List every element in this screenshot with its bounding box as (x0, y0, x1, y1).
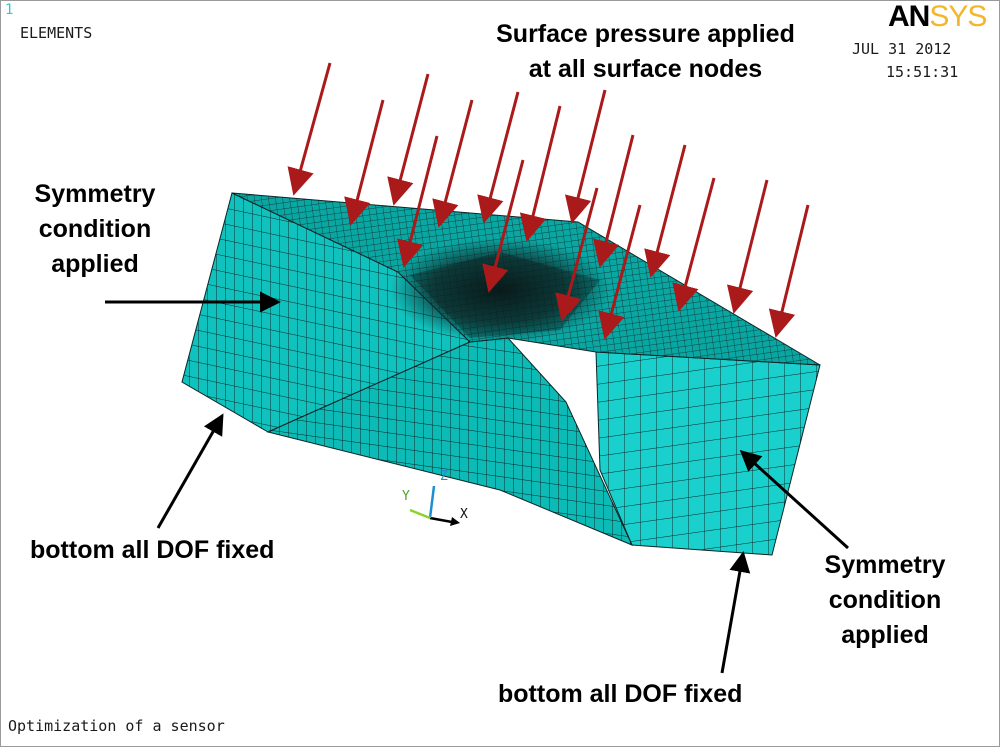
window-number: 1 (5, 2, 14, 18)
annotation-arrows (105, 291, 850, 674)
symmetry-left-annotation: Symmetry condition applied (34, 180, 156, 278)
pressure-arrow (397, 135, 439, 268)
plot-type-label: ELEMENTS (20, 24, 93, 42)
triad-x-label: X (460, 507, 468, 522)
pressure-arrow (477, 91, 520, 224)
bottom-left-arrow (156, 413, 224, 529)
ansys-logo: ANSYS (888, 0, 987, 33)
pressure-arrow (564, 89, 607, 224)
triad-y-label: Y (402, 489, 410, 504)
pressure-arrow (768, 204, 810, 338)
pressure-arrow (593, 134, 635, 268)
bottom-right-arrow (720, 551, 751, 674)
date-label: JUL 31 2012 (852, 40, 952, 58)
pressure-arrow (555, 187, 599, 322)
pressure-arrow (482, 159, 525, 293)
pressure-arrow (598, 204, 642, 340)
pressure-arrow (519, 105, 562, 242)
pressure-arrow (672, 177, 716, 312)
footer-title: Optimization of a sensor (8, 717, 225, 735)
triad-z-label: Z (440, 469, 448, 484)
pressure-arrow (387, 73, 430, 206)
coordinate-triad: X Z Y (402, 469, 468, 526)
mesh-pit (410, 252, 600, 338)
mesh-right-side-face (595, 351, 821, 556)
time-label: 15:51:31 (886, 63, 959, 81)
symmetry-right-arrow (739, 449, 850, 550)
pressure-annotation: Surface pressure applied at all surface … (496, 20, 795, 83)
pressure-arrows (287, 62, 810, 340)
symmetry-right-annotation: Symmetry condition applied (824, 551, 946, 649)
bottom-right-annotation: bottom all DOF fixed (498, 680, 743, 708)
pressure-arrow (644, 144, 687, 278)
pressure-arrow (287, 62, 332, 196)
pressure-arrow (432, 99, 474, 228)
pressure-arrow (726, 179, 769, 314)
bottom-left-annotation: bottom all DOF fixed (30, 536, 275, 564)
pressure-arrow (344, 99, 385, 226)
